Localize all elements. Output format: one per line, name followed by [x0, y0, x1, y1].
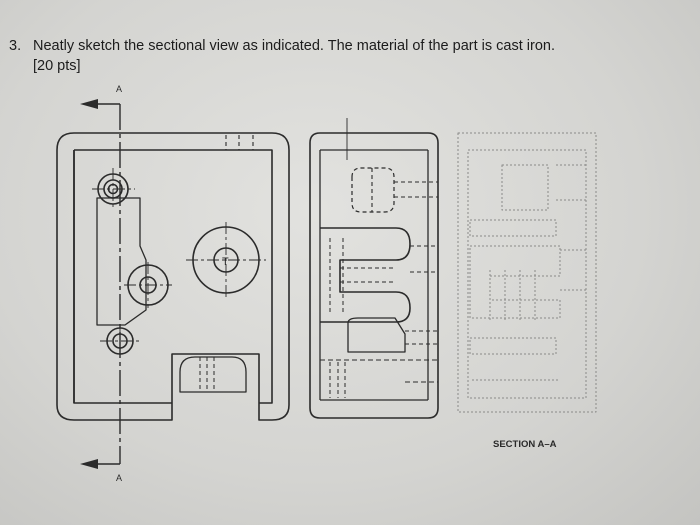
cut-label-top: A	[116, 84, 122, 94]
question-points: [20 pts]	[33, 58, 81, 74]
hole-label: T	[222, 256, 229, 268]
question-block: 3. Neatly sketch the sectional view as in…	[9, 36, 689, 76]
cut-label-bottom: A	[116, 473, 122, 483]
cutting-plane-arrows	[80, 99, 98, 469]
section-caption: SECTION A–A	[493, 439, 557, 450]
question-number: 3.	[9, 38, 22, 54]
question-text: Neatly sketch the sectional view as indi…	[33, 38, 555, 54]
side-view	[309, 118, 439, 419]
section-preview-outline	[457, 132, 597, 413]
front-view	[56, 132, 290, 421]
cutting-plane-line	[98, 103, 121, 465]
